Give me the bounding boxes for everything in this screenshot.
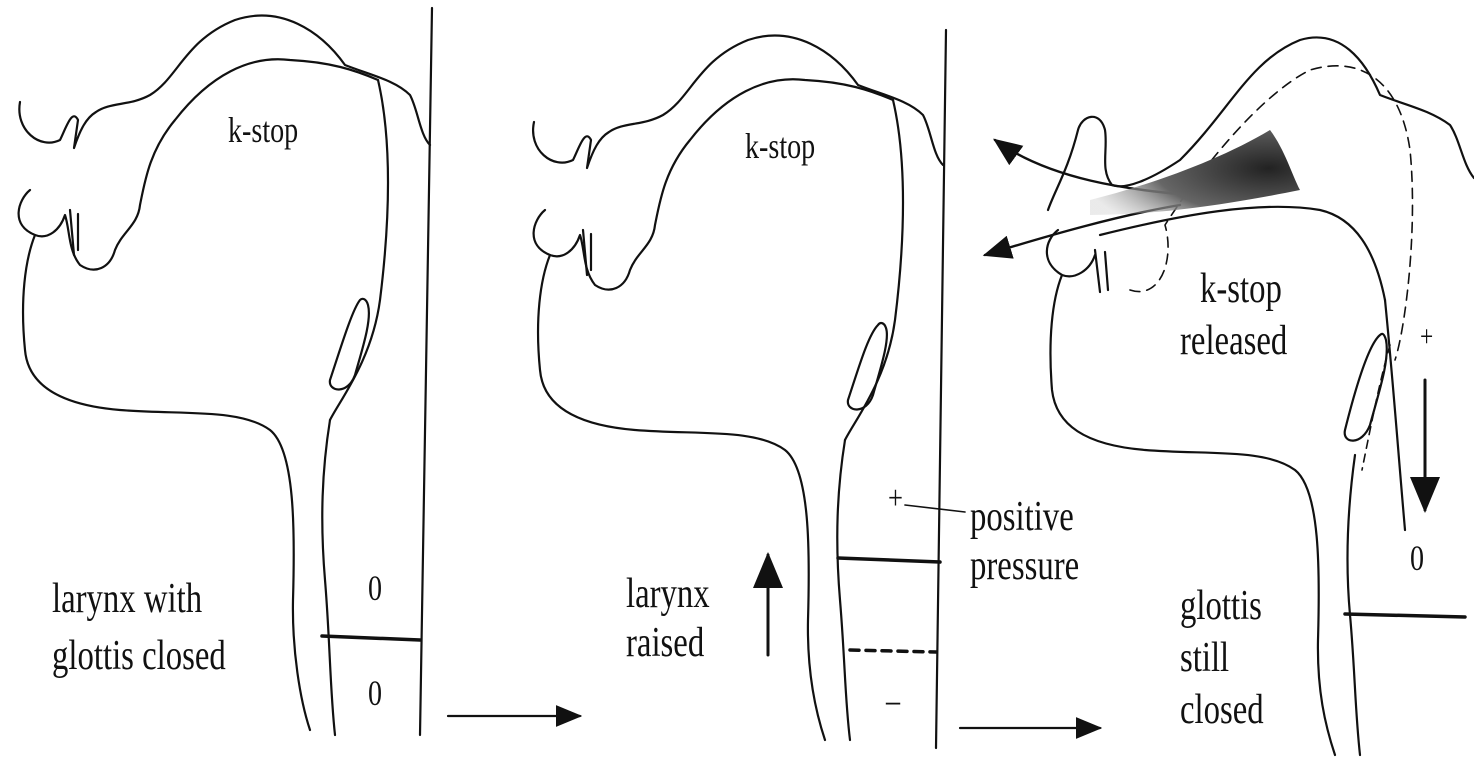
glottis-label-line-3: closed: [1180, 689, 1264, 731]
airflow-arrow-lower: [985, 205, 1180, 255]
palate-outline: [533, 36, 943, 168]
pressure-leader-line: [905, 505, 965, 512]
glottis-label-line-2: still: [1180, 637, 1229, 679]
pressure-label-line-2: pressure: [970, 545, 1079, 587]
glottis-line: [322, 636, 420, 640]
pharynx-back-wall: [837, 440, 850, 740]
teeth: [1095, 250, 1108, 292]
panel-divider: [936, 30, 946, 748]
teeth: [583, 230, 591, 275]
glottis-previous-line: [850, 650, 936, 652]
panel-divider: [420, 8, 432, 735]
larynx-label-2-line-1: larynx: [626, 573, 710, 615]
k-stop-released-line-1: k-stop: [1200, 268, 1282, 310]
vocal-tract-panel-1: [19, 16, 430, 735]
larynx-label-2-line-2: raised: [626, 622, 704, 664]
glottis-label-line-1: glottis: [1180, 585, 1262, 627]
pressure-above-value-1: 0: [368, 570, 382, 606]
pressure-minus-sign-2: –: [886, 682, 900, 718]
pharynx-back-wall: [322, 420, 335, 735]
tongue-back: [330, 80, 388, 420]
velum-loop: [848, 323, 887, 409]
velum-loop: [1345, 334, 1387, 441]
glottis-raised-line: [838, 558, 940, 562]
glottis-line: [1345, 614, 1465, 617]
larynx-label-1-line-1: larynx with: [52, 578, 202, 620]
k-stop-label-2: k-stop: [745, 128, 815, 164]
pressure-plus-sign-3: +: [1420, 322, 1433, 352]
pressure-after-value-3: 0: [1410, 540, 1424, 576]
palate-outline: [19, 16, 430, 148]
pharynx-back-wall: [1348, 455, 1360, 755]
pressure-label-line-1: positive: [970, 496, 1074, 538]
k-stop-label-1: k-stop: [228, 112, 298, 148]
tongue-outline: [534, 79, 893, 289]
pressure-plus-sign-2: +: [888, 482, 903, 516]
pressure-below-value-1: 0: [368, 675, 382, 711]
velum-loop: [330, 299, 369, 390]
mouth-floor: [538, 255, 825, 740]
larynx-label-1-line-2: glottis closed: [52, 635, 226, 677]
tongue-back: [1385, 300, 1405, 530]
tongue-previous-dashed: [1130, 66, 1412, 360]
vocal-tract-panel-3: [985, 37, 1474, 755]
k-stop-released-line-2: released: [1180, 320, 1287, 362]
